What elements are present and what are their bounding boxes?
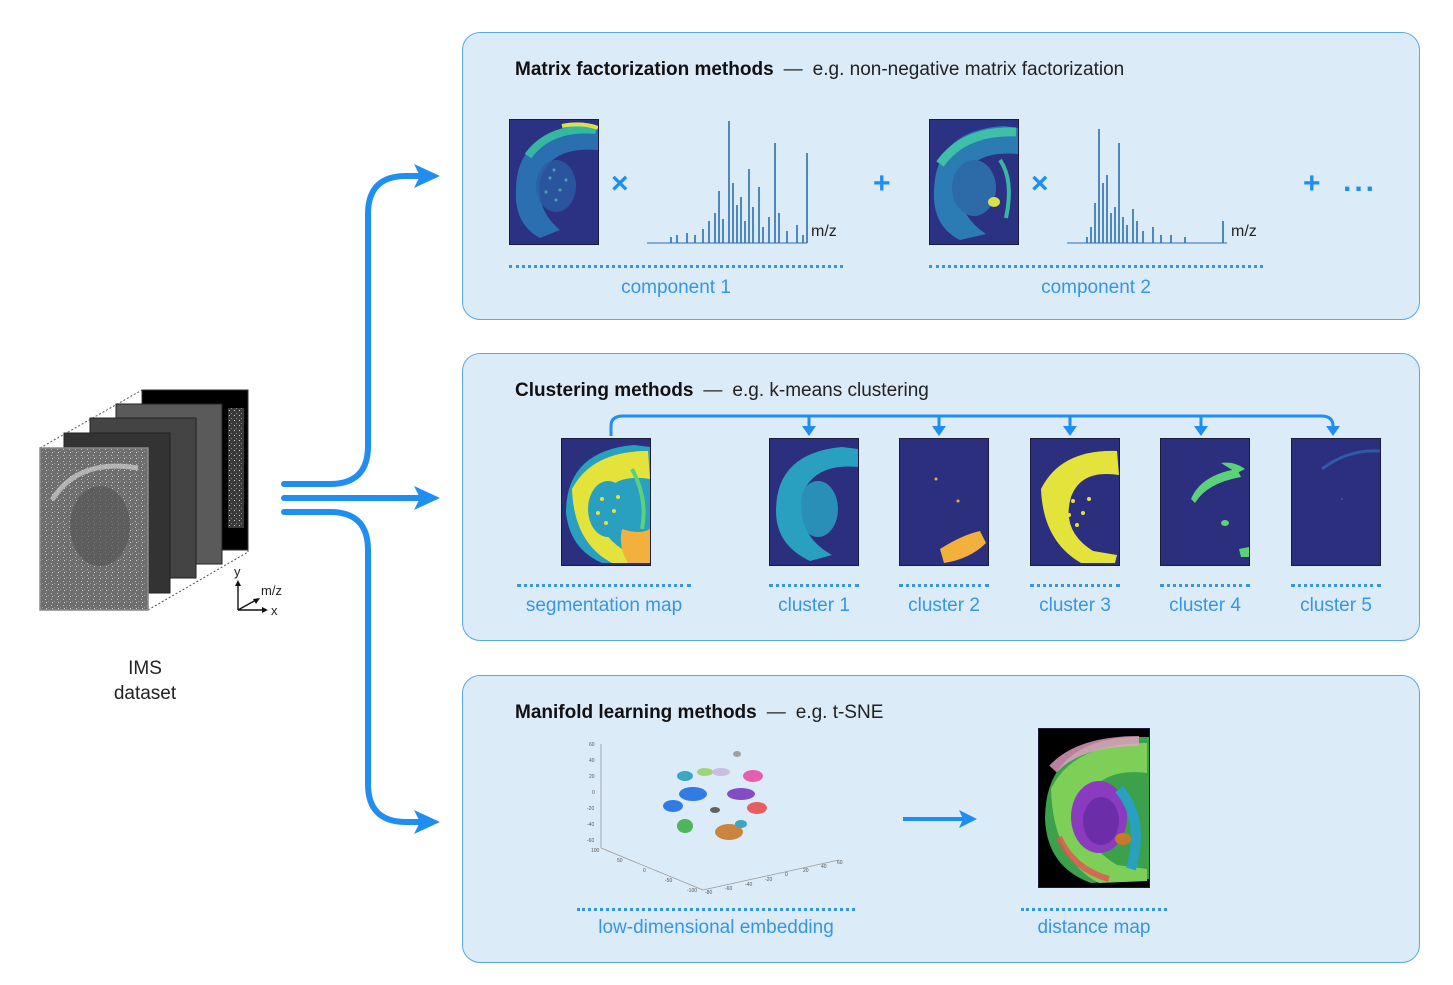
ims-dataset-label: IMS dataset (95, 656, 195, 706)
cluster2-image (899, 438, 989, 566)
cluster1-image (769, 438, 859, 566)
xtick-5: -100 (687, 888, 697, 894)
times-icon: × (611, 167, 629, 200)
ztick-4: -20 (765, 877, 772, 883)
axes-glyph: y m/z x (228, 564, 292, 622)
matrix-factorization-panel: Matrix factorization methods — e.g. non-ne… (462, 32, 1420, 320)
ytick-3: 20 (589, 774, 595, 780)
component2-dotted-line (929, 265, 1263, 268)
xtick-1: 100 (591, 848, 600, 854)
ytick-4: 0 (592, 790, 595, 796)
times-icon-2: × (1031, 167, 1049, 200)
clustering-example: e.g. k-means clustering (732, 380, 929, 401)
manifold-dash: — (766, 702, 786, 723)
mz-label-1: m/z (811, 223, 837, 240)
ztick-3: -40 (745, 882, 752, 888)
axis-mz-label: m/z (261, 583, 282, 598)
distance-dotted-line (1021, 908, 1167, 911)
distance-caption: distance map (1037, 917, 1151, 938)
ztick-6: 20 (803, 868, 809, 874)
component2-image (929, 119, 1019, 245)
xtick-2: 50 (617, 858, 623, 864)
embedding-to-distance-arrow (903, 810, 977, 828)
clustering-title: Clustering methods (515, 380, 694, 401)
branch-arrows (281, 164, 440, 834)
cluster5-caption: cluster 5 (1300, 595, 1372, 616)
manifold-learning-panel: Manifold learning methods — e.g. t-SNE 60 … (462, 675, 1420, 963)
manifold-example: e.g. t-SNE (795, 702, 884, 723)
cluster5-dotted-line (1291, 584, 1381, 587)
embedding-plot: 60 40 20 0 -20 -40 -60 100 50 0 -50 -100… (581, 736, 851, 900)
component1-dotted-line (509, 265, 843, 268)
cluster1-caption: cluster 1 (778, 595, 850, 616)
cluster4-image (1160, 438, 1250, 566)
segmentation-dotted-line (517, 584, 691, 587)
cluster4-dotted-line (1160, 584, 1250, 587)
ztick-8: 60 (837, 860, 843, 866)
matrix-dash: — (783, 59, 803, 80)
cluster1-dotted-line (769, 584, 859, 587)
ztick-2: -60 (725, 886, 732, 892)
ytick-7: -60 (587, 838, 594, 844)
cluster2-dotted-line (899, 584, 989, 587)
ytick-6: -40 (587, 822, 594, 828)
ztick-5: 0 (785, 872, 788, 878)
component1-image (509, 119, 599, 245)
clustering-title-row: Clustering methods — e.g. k-means clusteri… (515, 380, 929, 402)
ellipsis-icon: ... (1343, 165, 1378, 198)
manifold-title: Manifold learning methods (515, 702, 757, 723)
component2-caption: component 2 (1041, 277, 1151, 298)
matrix-example: e.g. non-negative matrix factorization (812, 59, 1125, 80)
ims-label-line2: dataset (113, 683, 177, 704)
cluster2-caption: cluster 2 (908, 595, 980, 616)
clustering-panel: Clustering methods — e.g. k-means clusteri… (462, 353, 1420, 641)
ytick-5: -20 (587, 806, 594, 812)
xtick-4: -50 (665, 878, 672, 884)
cluster5-image (1291, 438, 1381, 566)
plus-icon: + (873, 167, 891, 200)
axis-x-label: x (271, 603, 278, 618)
cluster3-image (1030, 438, 1120, 566)
segmentation-caption: segmentation map (525, 595, 683, 616)
cluster4-caption: cluster 4 (1169, 595, 1241, 616)
clustering-dash: — (703, 380, 723, 401)
matrix-title: Matrix factorization methods (515, 59, 774, 80)
ztick-1: -80 (705, 890, 712, 896)
ims-dataset-stack (38, 388, 252, 614)
xtick-3: 0 (643, 868, 646, 874)
cluster-split-arrows (609, 414, 1340, 436)
matrix-title-row: Matrix factorization methods — e.g. non-ne… (515, 59, 1124, 81)
component1-spectrum: m/z (647, 117, 843, 247)
embedding-caption: low-dimensional embedding (598, 917, 834, 938)
component1-caption: component 1 (621, 277, 731, 298)
component2-spectrum: m/z (1067, 117, 1263, 247)
embedding-dotted-line (577, 908, 855, 911)
cluster3-caption: cluster 3 (1039, 595, 1111, 616)
segmentation-map-image (561, 438, 651, 566)
manifold-title-row: Manifold learning methods — e.g. t-SNE (515, 702, 883, 724)
distance-map-image (1038, 728, 1150, 888)
mz-label-2: m/z (1231, 223, 1257, 240)
cluster3-dotted-line (1030, 584, 1120, 587)
ims-label-line1: IMS (128, 658, 162, 679)
axis-y-label: y (234, 564, 241, 579)
ytick-1: 60 (589, 742, 595, 748)
ztick-7: 40 (821, 864, 827, 870)
ytick-2: 40 (589, 758, 595, 764)
plus-icon-2: + (1303, 167, 1321, 200)
